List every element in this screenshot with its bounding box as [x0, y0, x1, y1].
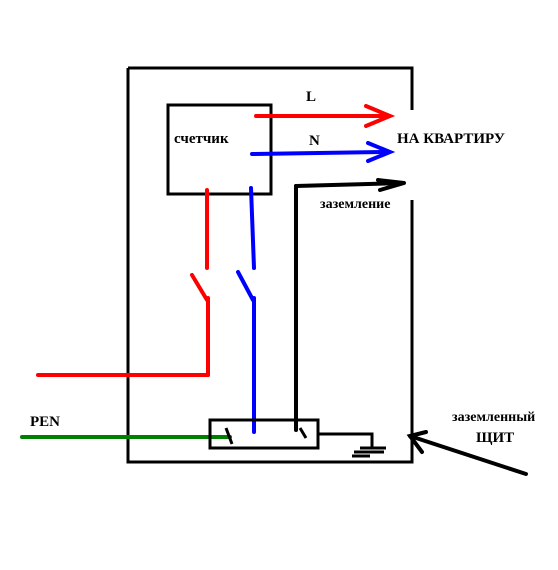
- grounded-panel-label-line1: заземленный: [452, 410, 535, 425]
- terminal-bus: [208, 418, 374, 450]
- ground-wire: [294, 178, 406, 432]
- pen-label: PEN: [30, 414, 60, 430]
- neutral-label: N: [309, 133, 320, 149]
- phase-wire: [36, 104, 396, 377]
- phase-label: L: [306, 89, 316, 105]
- neutral-wire: [236, 141, 396, 434]
- meter-box: [166, 103, 273, 196]
- panel-pointer-arrow-icon: [406, 430, 528, 476]
- grounding-label: заземление: [320, 197, 390, 212]
- panel-box: [126, 66, 414, 464]
- earth-symbol-icon: [352, 446, 386, 458]
- to-apartment-label: НА КВАРТИРУ: [397, 131, 505, 147]
- meter-label: счетчик: [174, 131, 229, 147]
- grounded-panel-label-line2: ЩИТ: [476, 430, 514, 446]
